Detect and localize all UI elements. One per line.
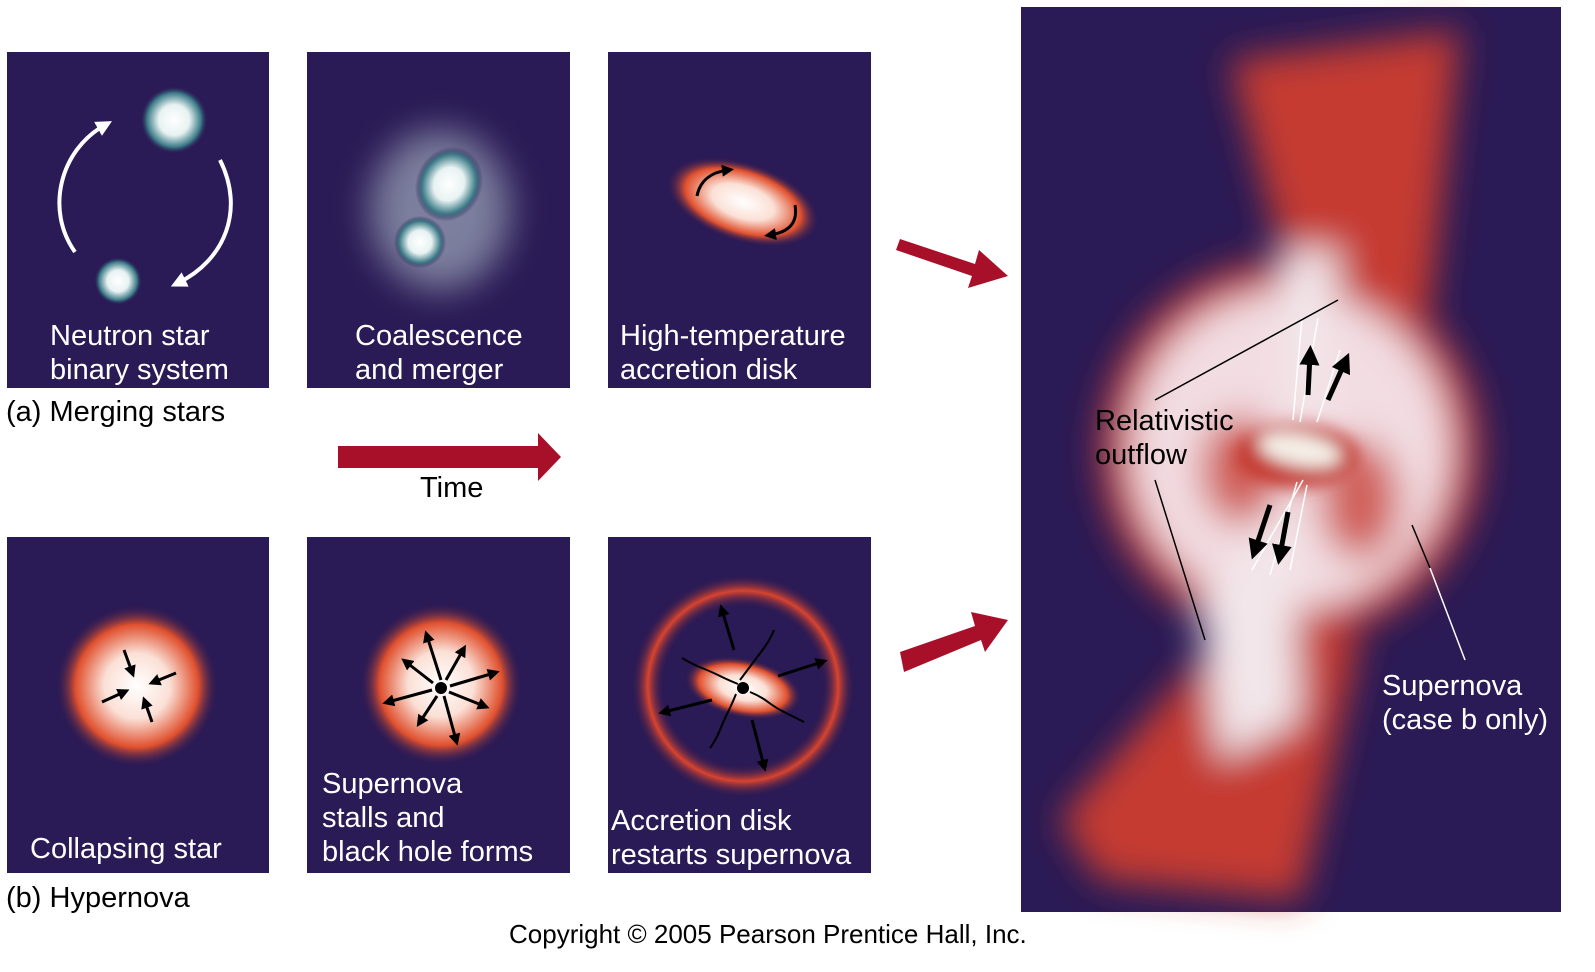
arrow-to-outcome-icon (900, 612, 1008, 672)
panel-label: restarts supernova (611, 839, 852, 871)
panel-label: accretion disk (620, 354, 798, 386)
neutron-star-icon (94, 257, 142, 305)
caption-hypernova: (b) Hypernova (6, 882, 191, 914)
panel-label: Coalescence (355, 320, 523, 352)
panel-relativistic-outflow: Relativistic outflow Supernova (case b o… (1021, 7, 1561, 912)
panel-label: stalls and (322, 802, 445, 834)
supernova-label: (case b only) (1382, 704, 1548, 736)
merging-star-icon (415, 146, 483, 222)
leader-line (1429, 567, 1466, 661)
panel-label: Accretion disk (611, 805, 792, 837)
time-arrow-icon (338, 433, 561, 481)
panel-label: High-temperature (620, 320, 846, 352)
copyright: Copyright © 2005 Pearson Prentice Hall, … (509, 919, 1027, 949)
panel-accretion-restarts: Accretion disk restarts supernova (608, 537, 871, 873)
leader-line (1154, 479, 1206, 641)
panel-label: Neutron star (50, 320, 210, 352)
panel-label: and merger (355, 354, 504, 386)
star-icon (55, 604, 219, 768)
time-label: Time (420, 472, 483, 504)
merging-star-icon (394, 216, 446, 268)
arrow-to-outcome-icon (896, 239, 1008, 288)
panel-neutron-star-binary: Neutron star binary system (7, 52, 269, 388)
orbit-arrow-icon (170, 159, 233, 287)
leader-line (1154, 299, 1339, 401)
panel-label: Collapsing star (30, 833, 222, 865)
panel-accretion-disk: High-temperature accretion disk (608, 52, 871, 388)
panel-label: binary system (50, 354, 229, 386)
supernova-label: Supernova (1382, 670, 1523, 702)
panel-label: black hole forms (322, 836, 533, 868)
outflow-label: outflow (1095, 439, 1188, 471)
neutron-star-icon (140, 86, 208, 154)
caption-merging-stars: (a) Merging stars (6, 396, 225, 428)
orbit-arrow-icon (57, 121, 112, 254)
panel-coalescence: Coalescence and merger (307, 52, 570, 388)
panel-supernova-stalls: Supernova stalls and black hole forms (307, 537, 570, 873)
panel-label: Supernova (322, 768, 463, 800)
outflow-label: Relativistic (1095, 405, 1234, 437)
panel-collapsing-star: Collapsing star (7, 537, 269, 873)
black-hole-icon (435, 682, 447, 694)
black-hole-icon (737, 682, 749, 694)
